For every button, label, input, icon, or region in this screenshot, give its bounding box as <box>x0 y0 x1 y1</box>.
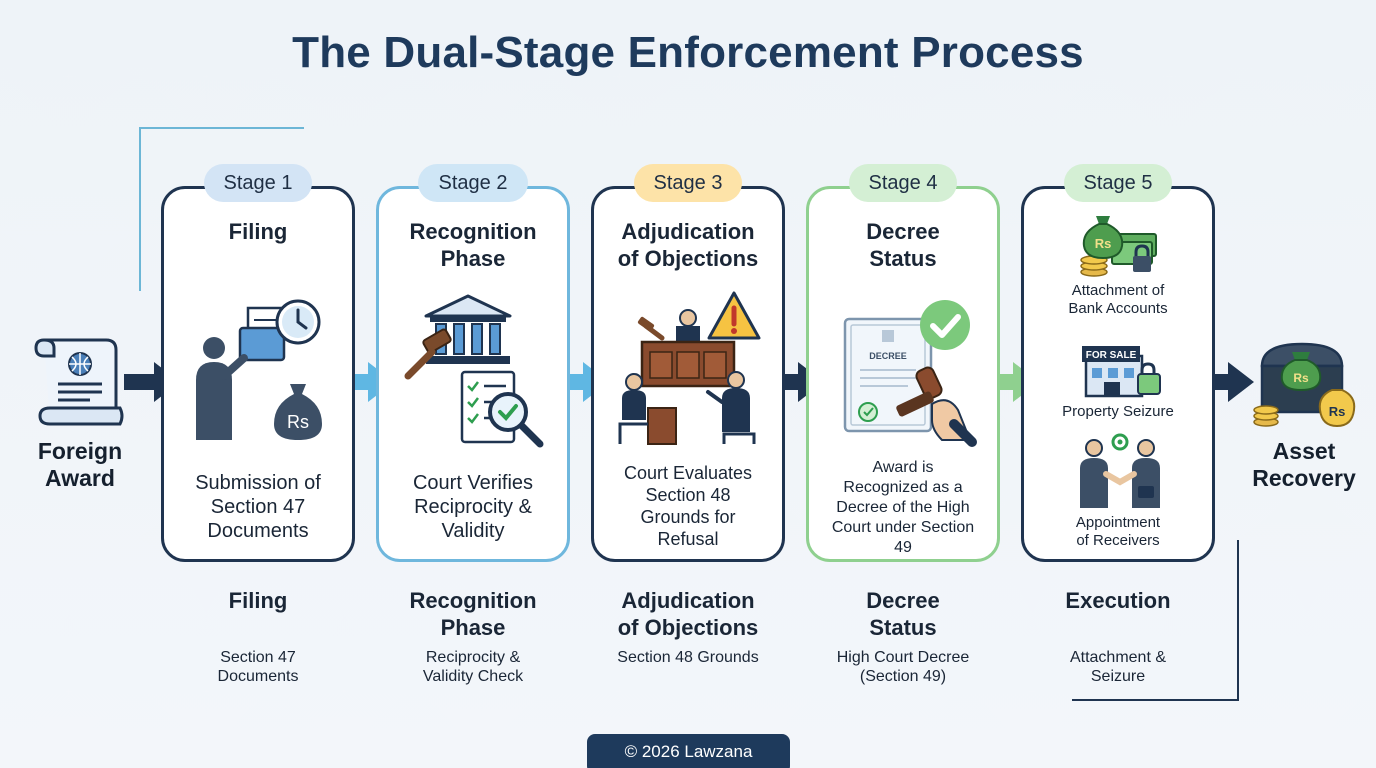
page-title: The Dual-Stage Enforcement Process <box>292 28 1084 77</box>
magnifier-icon <box>482 388 546 450</box>
gavel-icon <box>402 328 466 382</box>
summary-5-title: Execution <box>1065 588 1171 613</box>
decorative-line-bottom-right <box>1072 540 1239 701</box>
summary-4-title: Decree Status <box>866 588 940 640</box>
stage-3-desc: Court Evaluates Section 48 Grounds for R… <box>623 463 753 549</box>
for-sale-building-icon: FOR SALE <box>1080 344 1162 400</box>
stage-5-pill: Stage 5 <box>1064 164 1172 202</box>
globe-scroll-icon <box>34 334 126 430</box>
warning-icon <box>706 290 762 342</box>
summary-5-desc: Attachment & Seizure <box>1069 649 1167 685</box>
end-label: Asset Recovery <box>1252 438 1356 491</box>
summary-4-desc: High Court Decree (Section 49) <box>836 649 970 685</box>
rupee-text: Rs <box>1293 371 1309 385</box>
summary-2-desc: Reciprocity & Validity Check <box>422 649 524 685</box>
handshake-icon <box>1076 432 1164 510</box>
decorative-line-top-left <box>139 127 304 291</box>
summary-3-title: Adjudication of Objections <box>617 588 759 640</box>
stage-2-title: Recognition Phase <box>409 219 537 271</box>
stamp-icon <box>892 364 977 447</box>
stage-4-desc: Award is Recognized as a Decree of the H… <box>831 459 975 556</box>
rupee-text: Rs <box>1329 404 1346 419</box>
stage-card-4 <box>806 186 1000 562</box>
execution-item-property-seizure: Property Seizure <box>1062 403 1174 420</box>
for-sale-text: FOR SALE <box>1086 350 1137 361</box>
rupee-text: Rs <box>287 412 309 432</box>
clock-icon <box>274 298 322 346</box>
stage-3-pill: Stage 3 <box>634 164 742 202</box>
rupee-text: Rs <box>1095 236 1112 251</box>
summary-1-title: Filing <box>228 588 288 613</box>
money-bag-icon: Rs <box>272 380 324 442</box>
stage-2-pill: Stage 2 <box>418 164 528 202</box>
person-laptop-icon <box>190 300 340 450</box>
locked-money-icon: Rs <box>1078 212 1160 278</box>
stage-1-title: Filing <box>228 219 288 244</box>
decree-text: DECREE <box>869 351 907 361</box>
stage-1-desc: Submission of Section 47 Documents <box>195 472 321 542</box>
stage-2-desc: Court Verifies Reciprocity & Validity <box>412 472 534 542</box>
start-label: Foreign Award <box>37 438 123 491</box>
summary-1-desc: Section 47 Documents <box>217 649 299 685</box>
execution-item-receivers: Appointment of Receivers <box>1075 514 1161 549</box>
summary-2-title: Recognition Phase <box>409 588 537 640</box>
arrow-stage5-to-end <box>1198 362 1254 402</box>
check-badge-icon <box>918 298 972 352</box>
stage-3-title: Adjudication of Objections <box>617 219 759 271</box>
treasure-chest-icon: Rs Rs <box>1252 336 1356 428</box>
stage-1-pill: Stage 1 <box>204 164 312 202</box>
copyright-footer: © 2026 Lawzana <box>587 734 790 768</box>
summary-3-desc: Section 48 Grounds <box>617 649 759 666</box>
stage-4-pill: Stage 4 <box>849 164 957 202</box>
execution-item-bank-accounts: Attachment of Bank Accounts <box>1068 282 1168 317</box>
courtroom-icon <box>612 308 762 448</box>
stage-4-title: Decree Status <box>866 219 940 271</box>
